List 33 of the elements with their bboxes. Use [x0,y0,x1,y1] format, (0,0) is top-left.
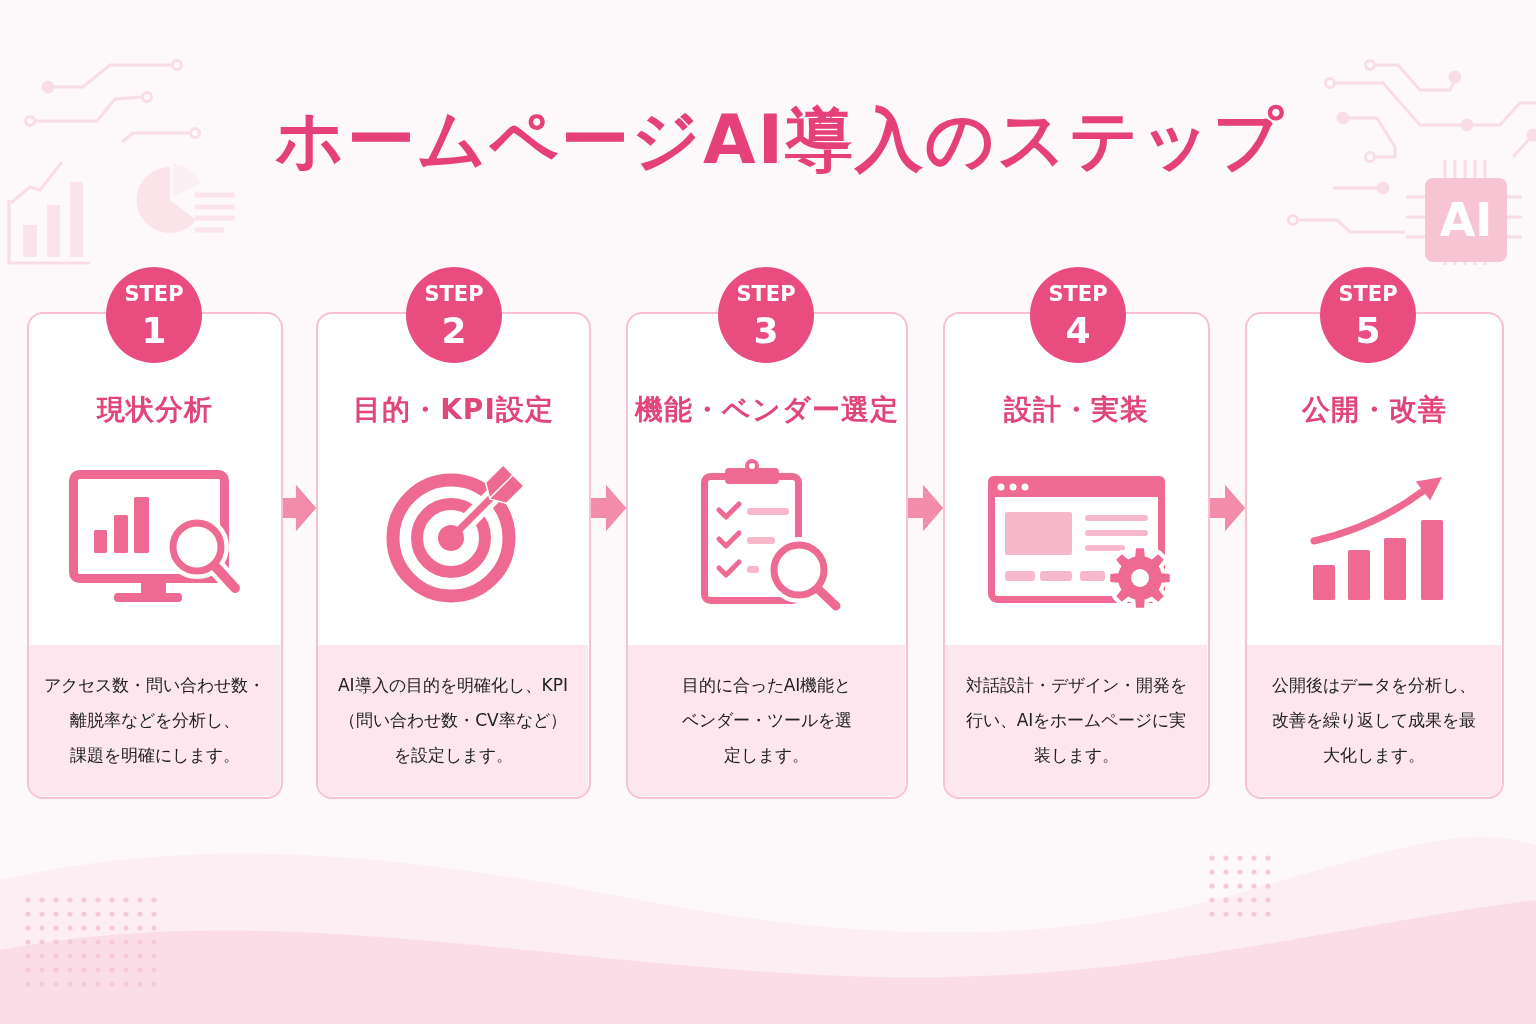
step-number: 5 [1355,311,1381,351]
chip-tile [1425,178,1507,262]
step-label: STEP [124,281,184,307]
step-number: 3 [753,311,779,351]
description-panel [628,644,905,796]
description-panel [318,644,588,796]
step-card [626,312,908,799]
step-title: 機能・ベンダー選定 [633,391,900,428]
description-panel [945,644,1207,796]
step-label: STEP [1048,281,1108,307]
step-title: 目的・KPI設定 [352,391,555,428]
step-card [27,312,283,799]
step-card [1245,312,1504,799]
description-panel [1247,644,1501,796]
description-panel [29,644,280,796]
step-number: 2 [441,311,467,351]
step-number: 4 [1065,311,1091,351]
description-text: アクセス数・問い合わせ数・離脱率などを分析し、課題を明確にします。 [43,673,266,767]
step-label: STEP [736,281,796,307]
step-title: 公開・改善 [1300,391,1448,428]
description-text: AI導入の目的を明確化し、KPI（問い合わせ数・CV率など）を設定します。 [336,673,570,767]
description-text: 公開後はデータを分析し、改善を繰り返して成果を最大化します。 [1271,673,1477,767]
step-number: 1 [141,311,167,351]
step-title: 設計・実装 [1003,391,1150,428]
description-text: 対話設計・デザイン・開発を行い、AIをホームページに実装します。 [965,673,1187,767]
step-card [943,312,1210,799]
step-card [316,312,591,799]
description-text: 目的に合ったAI機能とベンダー・ツールを選定します。 [680,673,853,767]
step-label: STEP [1338,281,1398,307]
step-label: STEP [424,281,484,307]
title: ホームページAI導入のステップ [274,99,1286,181]
step-title: 現状分析 [95,391,214,428]
chip-label: AI [1439,195,1493,245]
